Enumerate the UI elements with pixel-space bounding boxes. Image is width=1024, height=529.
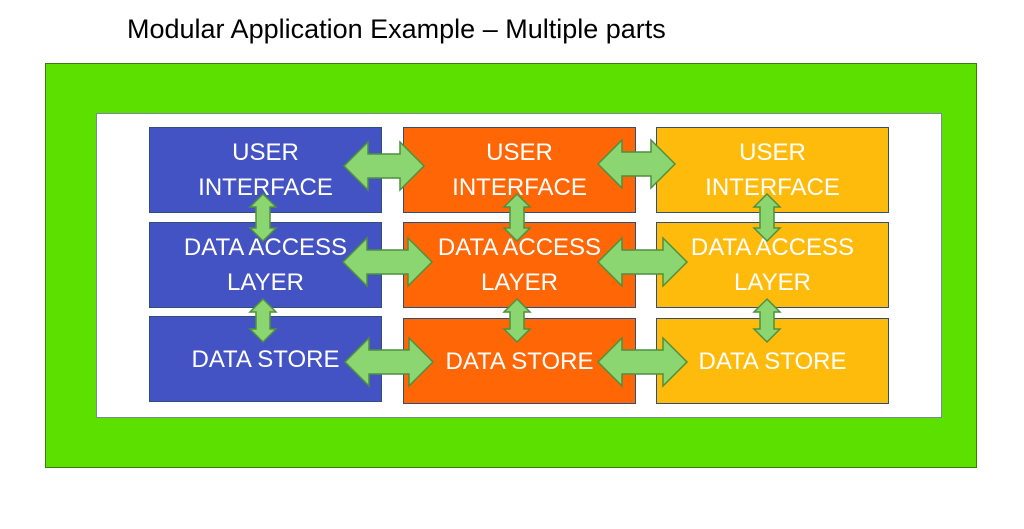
module-2-user-interface-label: USER INTERFACE [452,139,587,201]
module-1-user-interface: USER INTERFACE [149,127,382,213]
module-2-user-interface: USER INTERFACE [403,127,636,213]
module-2-data-access-layer-label: DATA ACCESS LAYER [437,234,602,296]
module-3-data-store-label: DATA STORE [698,347,847,375]
module-3-user-interface: USER INTERFACE [656,127,889,213]
page-title: Modular Application Example – Multiple p… [127,14,666,44]
module-2-data-store-label: DATA STORE [445,347,594,375]
module-3-data-store: DATA STORE [656,318,889,404]
module-3-user-interface-label: USER INTERFACE [705,139,840,201]
module-1-data-store-label: DATA STORE [191,345,340,373]
module-1-data-store: DATA STORE [149,316,382,402]
module-2-data-access-layer: DATA ACCESS LAYER [403,222,636,308]
module-2-data-store: DATA STORE [403,318,636,404]
module-1-user-interface-label: USER INTERFACE [198,139,333,201]
module-3-data-access-layer-label: DATA ACCESS LAYER [690,234,855,296]
module-1-data-access-layer-label: DATA ACCESS LAYER [183,234,348,296]
module-3-data-access-layer: DATA ACCESS LAYER [656,222,889,308]
module-1-data-access-layer: DATA ACCESS LAYER [149,222,382,308]
